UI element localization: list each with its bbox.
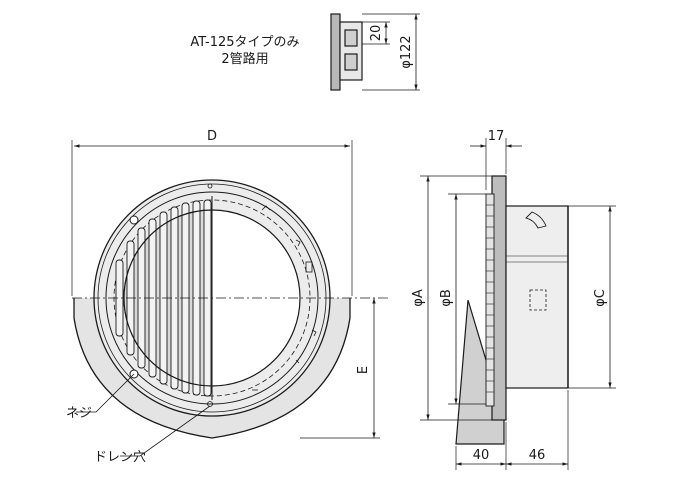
grille bbox=[115, 199, 212, 397]
dim-D: D bbox=[207, 129, 217, 144]
front-dimensions bbox=[71, 140, 390, 457]
callout-screw: ネジ bbox=[66, 406, 92, 421]
dim-40: 40 bbox=[473, 448, 490, 463]
dim-top-phi122: φ122 bbox=[399, 35, 414, 68]
note-line-1: AT-125タイプのみ bbox=[190, 35, 300, 50]
dim-phiC: φC bbox=[593, 289, 608, 307]
dim-phiA: φA bbox=[411, 289, 426, 307]
callout-drain: ドレン穴 bbox=[94, 450, 146, 465]
front-view bbox=[73, 179, 351, 439]
dim-46: 46 bbox=[529, 448, 546, 463]
top-side-view bbox=[330, 13, 420, 91]
dim-top-20: 20 bbox=[369, 25, 384, 42]
note-line-2: 2管路用 bbox=[221, 52, 269, 67]
side-view bbox=[455, 175, 569, 445]
note-at125: AT-125タイプのみ 2管路用 bbox=[170, 34, 320, 68]
dim-17: 17 bbox=[488, 129, 505, 144]
dim-phiB: φB bbox=[439, 289, 454, 307]
dim-E: E bbox=[356, 366, 371, 374]
side-dimensions bbox=[420, 138, 616, 470]
